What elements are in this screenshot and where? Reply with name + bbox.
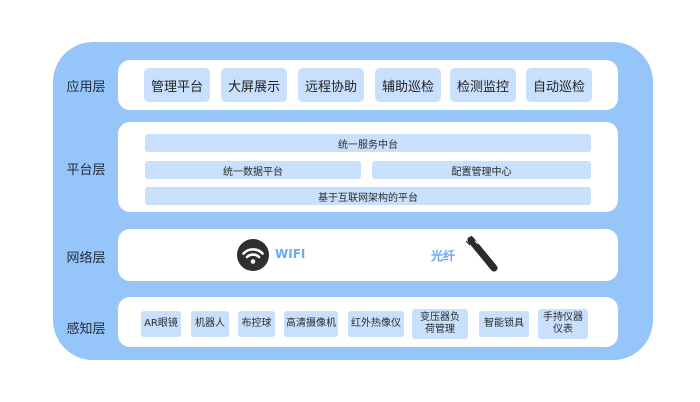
app-item-detection-monitoring: 检测监控 <box>450 68 516 102</box>
wifi-icon <box>237 239 269 271</box>
device-ar-glasses: AR眼镜 <box>141 311 181 337</box>
app-item-remote-assist: 远程协助 <box>298 68 364 102</box>
platform-bar-config-center: 配置管理中心 <box>372 161 591 179</box>
device-surveillance-ball: 布控球 <box>238 311 275 337</box>
app-item-auto-inspection: 自动巡检 <box>526 68 592 102</box>
perception-layer-panel: AR眼镜 机器人 布控球 高清摄像机 红外热像仪 变压器负荷管理 智能锁具 手持… <box>118 297 618 347</box>
app-item-big-screen: 大屏展示 <box>221 68 287 102</box>
wifi-label: WIFI <box>275 247 306 261</box>
device-robot: 机器人 <box>191 311 229 337</box>
fiber-optic-icon <box>466 236 498 272</box>
platform-layer-panel: 统一服务中台 统一数据平台 配置管理中心 基于互联网架构的平台 <box>118 122 618 212</box>
layer-label-application: 应用层 <box>66 80 106 95</box>
fiber-label: 光纤 <box>431 249 456 263</box>
device-handheld-instrument: 手持仪器仪表 <box>538 309 588 339</box>
platform-bar-unified-service: 统一服务中台 <box>145 134 591 152</box>
app-item-management-platform: 管理平台 <box>144 68 210 102</box>
device-thermal-imager: 红外热像仪 <box>348 311 404 337</box>
device-smart-lock: 智能锁具 <box>479 311 529 337</box>
platform-bar-unified-data: 统一数据平台 <box>145 161 361 179</box>
layer-label-perception: 感知层 <box>66 322 106 337</box>
layer-label-network: 网络层 <box>66 251 106 266</box>
network-layer-panel: WIFI 光纤 <box>118 229 618 281</box>
platform-bar-internet-architecture: 基于互联网架构的平台 <box>145 187 591 205</box>
device-transformer-load-management: 变压器负荷管理 <box>412 309 468 339</box>
layer-label-platform: 平台层 <box>66 163 106 178</box>
device-hd-camera: 高清摄像机 <box>284 311 338 337</box>
app-item-assisted-inspection: 辅助巡检 <box>375 68 441 102</box>
application-layer-panel: 管理平台 大屏展示 远程协助 辅助巡检 检测监控 自动巡检 <box>118 60 618 110</box>
